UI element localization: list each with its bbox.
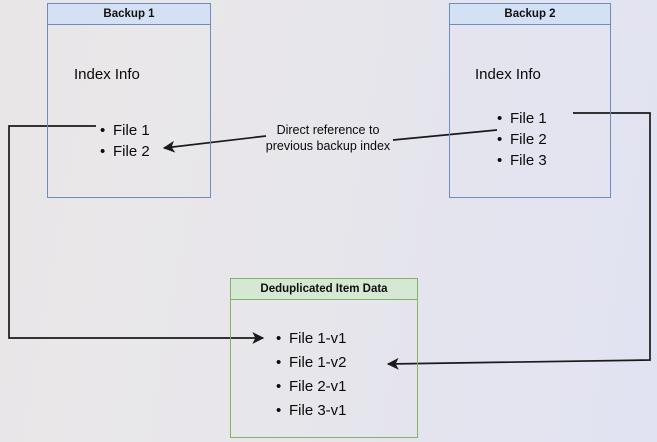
deduplicated-item-data-title: Deduplicated Item Data <box>231 279 417 300</box>
list-item: File 1 <box>100 120 150 141</box>
dedup-file-list: File 1-v1 File 1-v2 File 2-v1 File 3-v1 <box>276 327 347 423</box>
direct-reference-annotation: Direct reference to previous backup inde… <box>265 123 391 153</box>
backup-1-title: Backup 1 <box>48 4 210 25</box>
backup-2-body: Index Info File 1 File 2 File 3 <box>450 25 610 197</box>
backup-2-box[interactable]: Backup 2 Index Info File 1 File 2 File 3 <box>449 3 611 198</box>
list-item: File 1-v2 <box>276 351 347 375</box>
list-item: File 2 <box>100 141 150 162</box>
backup-2-title: Backup 2 <box>450 4 610 25</box>
list-item: File 2-v1 <box>276 375 347 399</box>
backup-1-index-info-label: Index Info <box>74 66 140 83</box>
deduplicated-item-data-box[interactable]: Deduplicated Item Data File 1-v1 File 1-… <box>230 278 418 438</box>
backup-2-file-list: File 1 File 2 File 3 <box>497 108 547 171</box>
backup-1-file-list: File 1 File 2 <box>100 120 150 162</box>
backup-1-box[interactable]: Backup 1 Index Info File 1 File 2 <box>47 3 211 198</box>
list-item: File 3 <box>497 150 547 171</box>
backup-1-body: Index Info File 1 File 2 <box>48 25 210 197</box>
list-item: File 1 <box>497 108 547 129</box>
list-item: File 2 <box>497 129 547 150</box>
deduplicated-item-data-body: File 1-v1 File 1-v2 File 2-v1 File 3-v1 <box>231 300 417 437</box>
backup-2-index-info-label: Index Info <box>475 66 541 83</box>
list-item: File 3-v1 <box>276 399 347 423</box>
list-item: File 1-v1 <box>276 327 347 351</box>
